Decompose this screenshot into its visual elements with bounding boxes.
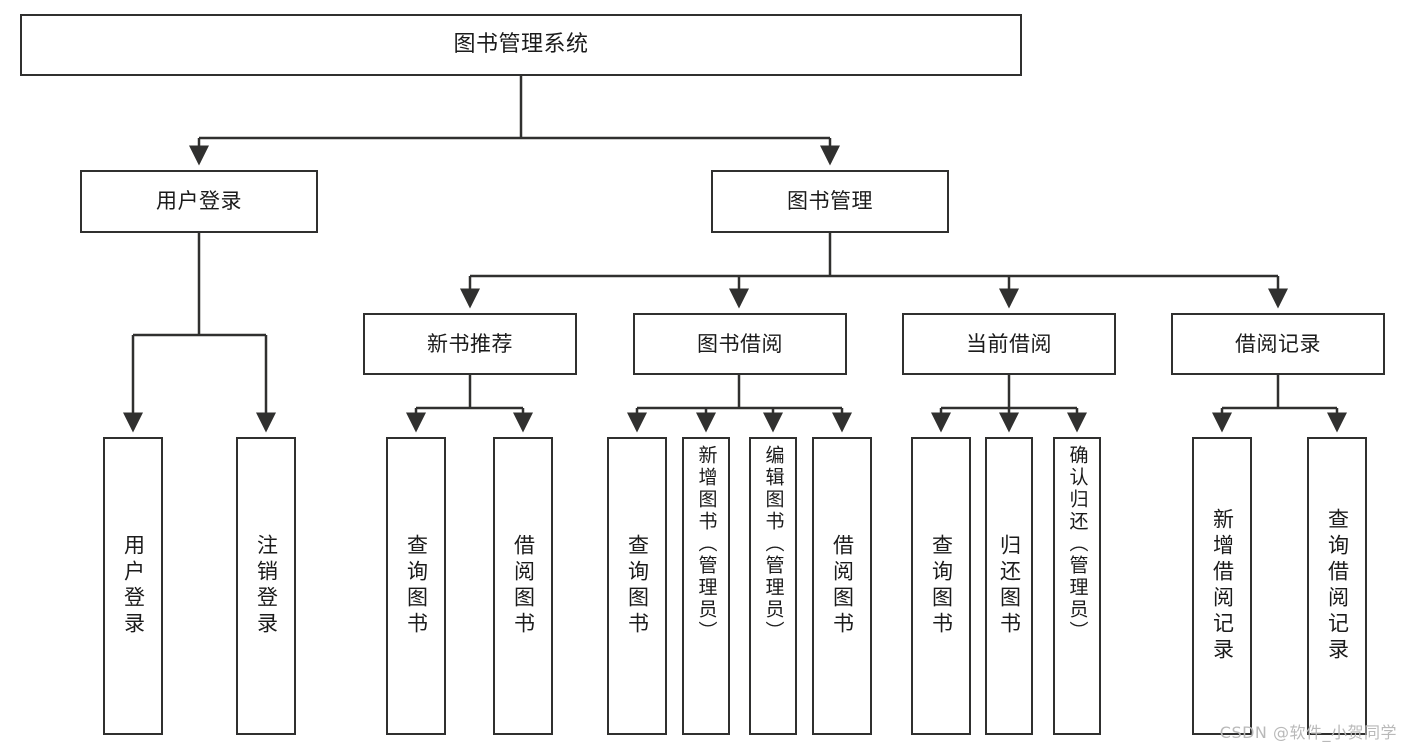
node-label: 用户登录	[156, 189, 242, 214]
node-label: 归还图书	[997, 534, 1022, 638]
leaf-add-book-admin[interactable]: 新增图书（管理员）	[682, 437, 730, 735]
leaf-user-login[interactable]: 用户登录	[103, 437, 163, 735]
node-label: 图书管理	[787, 189, 873, 214]
node-label: 当前借阅	[966, 331, 1052, 356]
leaf-logout-login[interactable]: 注销登录	[236, 437, 296, 735]
node-book-borrow[interactable]: 图书借阅	[633, 313, 847, 375]
node-label: 借阅图书	[511, 534, 536, 638]
leaf-edit-book-admin[interactable]: 编辑图书（管理员）	[749, 437, 797, 735]
node-label: 新书推荐	[427, 331, 513, 356]
node-label: 查询图书	[404, 534, 429, 638]
node-label: 确认归还（管理员）	[1066, 445, 1089, 643]
node-label: 借阅记录	[1235, 331, 1321, 356]
node-new-book-recommend[interactable]: 新书推荐	[363, 313, 577, 375]
node-label: 新增图书（管理员）	[695, 445, 718, 643]
node-label: 查询图书	[929, 534, 954, 638]
node-borrow-record[interactable]: 借阅记录	[1171, 313, 1385, 375]
leaf-query-borrow-record[interactable]: 查询借阅记录	[1307, 437, 1367, 735]
node-label: 注销登录	[254, 534, 279, 638]
node-label: 编辑图书（管理员）	[762, 445, 785, 643]
leaf-return-book[interactable]: 归还图书	[985, 437, 1033, 735]
node-book-manage[interactable]: 图书管理	[711, 170, 949, 233]
leaf-query-book-borrow[interactable]: 查询图书	[607, 437, 667, 735]
node-label: 新增借阅记录	[1210, 508, 1235, 664]
node-root-system[interactable]: 图书管理系统	[20, 14, 1022, 76]
node-user-login[interactable]: 用户登录	[80, 170, 318, 233]
node-label: 借阅图书	[830, 534, 855, 638]
node-label: 图书借阅	[697, 331, 783, 356]
node-label: 查询图书	[625, 534, 650, 638]
node-current-borrow[interactable]: 当前借阅	[902, 313, 1116, 375]
node-label: 图书管理系统	[453, 32, 589, 58]
csdn-watermark: CSDN @软件_小贺同学	[1219, 723, 1397, 742]
leaf-query-book-new[interactable]: 查询图书	[386, 437, 446, 735]
leaf-borrow-book-new[interactable]: 借阅图书	[493, 437, 553, 735]
leaf-query-book-current[interactable]: 查询图书	[911, 437, 971, 735]
node-label: 查询借阅记录	[1325, 508, 1350, 664]
node-label: 用户登录	[121, 534, 146, 638]
leaf-borrow-book-borrow[interactable]: 借阅图书	[812, 437, 872, 735]
leaf-add-borrow-record[interactable]: 新增借阅记录	[1192, 437, 1252, 735]
leaf-confirm-return-admin[interactable]: 确认归还（管理员）	[1053, 437, 1101, 735]
